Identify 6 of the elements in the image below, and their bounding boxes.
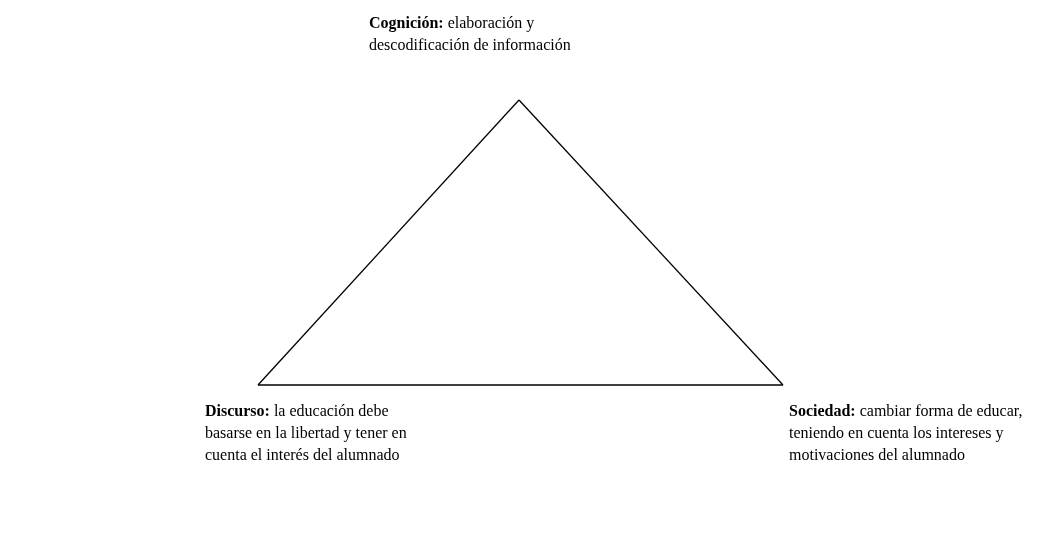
vertex-label: Sociedad: cambiar forma de educar, teniendo en cuenta los intereses y motivaciones del alumnado	[789, 401, 1024, 465]
triangle-side	[518, 99, 784, 386]
triangle-side	[257, 384, 784, 386]
vertex-label: Discurso: la educación debe basarse en la libertad y tener en cuenta el interés del alumnado	[205, 401, 408, 465]
triangle-side	[257, 99, 520, 386]
vertex-label: Cognición: elaboración y descodificación de información	[369, 13, 572, 55]
